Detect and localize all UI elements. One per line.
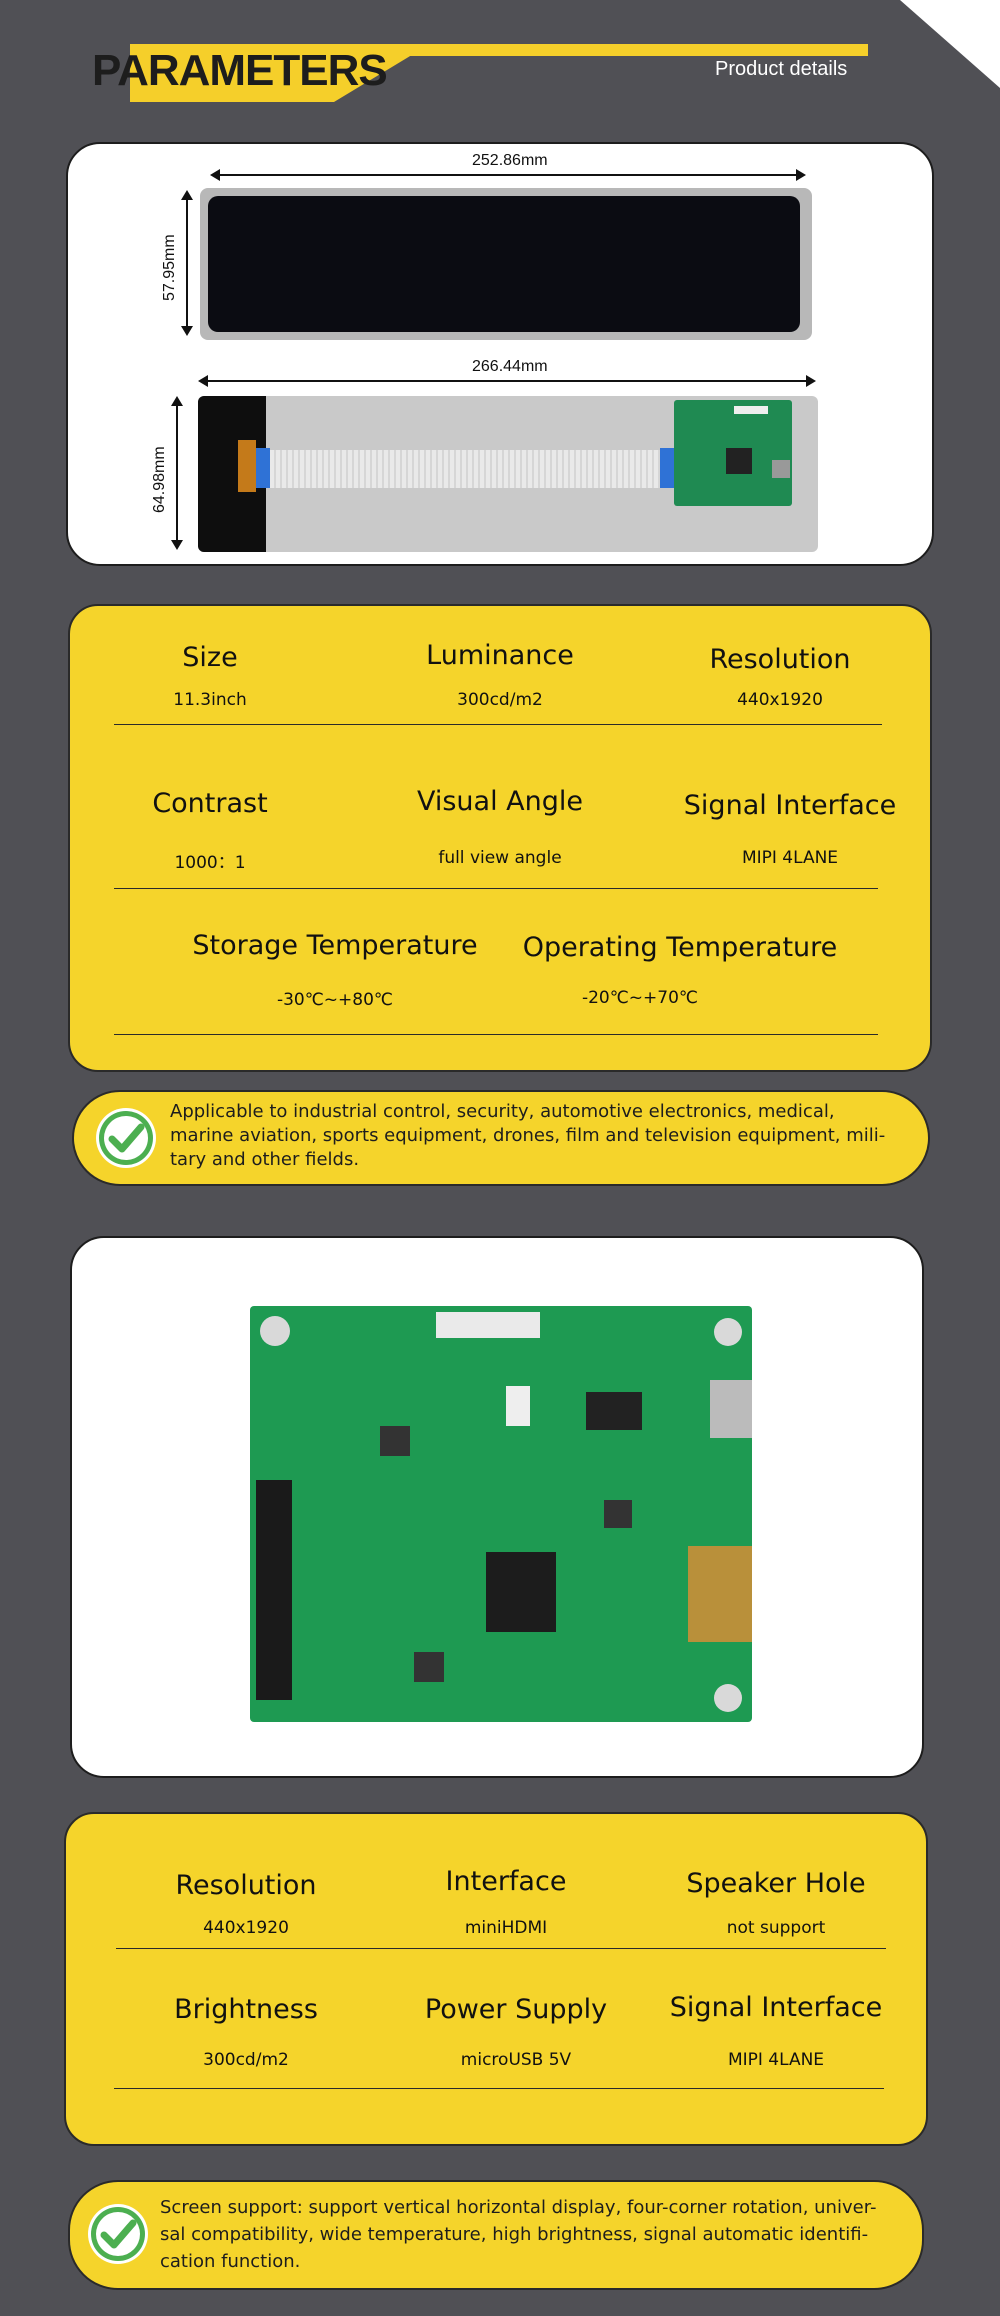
- spec-label-luminance: Luminance: [426, 640, 574, 671]
- check-circle-icon: [96, 1108, 156, 1168]
- board-label-interface: Interface: [445, 1866, 567, 1897]
- spec-value-size: 11.3inch: [173, 690, 247, 710]
- screen-height-dimension: [181, 190, 193, 336]
- spec-value-luminance: 300cd/m2: [457, 690, 543, 710]
- spec-value-operating-temperature: -20℃~+70℃: [581, 988, 699, 1008]
- board-value-interface: miniHDMI: [464, 1918, 548, 1938]
- spec-divider-1: [114, 724, 882, 725]
- applications-banner: Applicable to industrial control, securi…: [72, 1090, 930, 1186]
- board-divider-2: [114, 2088, 884, 2089]
- board-spec-card: Resolution 440x1920 Interface miniHDMI S…: [64, 1812, 928, 2146]
- spec-value-contrast: 1000：1: [174, 853, 246, 873]
- header-corner-decoration: [900, 0, 1000, 88]
- check-circle-icon: [88, 2204, 148, 2264]
- spec-value-visual-angle: full view angle: [438, 848, 562, 868]
- spec-value-storage-temperature: -30℃~+80℃: [276, 990, 394, 1010]
- driver-board-image: [250, 1306, 752, 1722]
- board-value-brightness: 300cd/m2: [203, 2050, 289, 2070]
- module-height-dimension: [171, 396, 183, 550]
- module-width-label: 266.44mm: [472, 358, 548, 375]
- spec-divider-3: [114, 1034, 878, 1035]
- page-title: PARAMETERS: [92, 46, 388, 95]
- board-label-resolution: Resolution: [175, 1870, 317, 1901]
- board-divider-1: [116, 1948, 886, 1949]
- board-label-power-supply: Power Supply: [424, 1994, 608, 2025]
- dimension-card: 252.86mm 57.95mm 266.44mm 64.98mm: [66, 142, 934, 566]
- page-subtitle: Product details: [715, 58, 848, 80]
- spec-label-visual-angle: Visual Angle: [416, 786, 584, 817]
- screen-support-banner: Screen support: support vertical horizon…: [68, 2180, 924, 2290]
- display-spec-card: Size 11.3inch Luminance 300cd/m2 Resolut…: [68, 604, 932, 1072]
- board-label-speaker-hole: Speaker Hole: [686, 1868, 866, 1899]
- module-height-label: 64.98mm: [151, 446, 168, 513]
- board-value-signal-interface: MIPI 4LANE: [727, 2050, 825, 2070]
- spec-label-resolution: Resolution: [709, 644, 851, 675]
- spec-label-contrast: Contrast: [152, 788, 268, 819]
- spec-label-operating-temperature: Operating Temperature: [522, 932, 838, 963]
- board-value-power-supply: microUSB 5V: [460, 2050, 572, 2070]
- module-width-dimension: [198, 375, 816, 387]
- applications-text: Applicable to industrial control, securi…: [170, 1101, 886, 1170]
- screen-width-label: 252.86mm: [472, 152, 548, 169]
- board-label-signal-interface: Signal Interface: [669, 1992, 883, 2023]
- spec-label-size: Size: [182, 642, 238, 673]
- module-back-image: [198, 396, 818, 552]
- screen-support-text: Screen support: support vertical horizon…: [160, 2197, 877, 2272]
- screen-width-dimension: [210, 169, 806, 181]
- board-image-card: [70, 1236, 924, 1778]
- spec-label-storage-temperature: Storage Temperature: [192, 930, 478, 961]
- board-value-speaker-hole: not support: [726, 1918, 826, 1938]
- spec-label-signal-interface: Signal Interface: [683, 790, 897, 821]
- spec-value-signal-interface: MIPI 4LANE: [741, 848, 839, 868]
- screen-panel-image: [200, 188, 812, 340]
- spec-value-resolution: 440x1920: [737, 690, 823, 710]
- screen-height-label: 57.95mm: [161, 234, 178, 301]
- board-label-brightness: Brightness: [174, 1994, 318, 2025]
- board-value-resolution: 440x1920: [203, 1918, 289, 1938]
- spec-divider-2: [114, 888, 878, 889]
